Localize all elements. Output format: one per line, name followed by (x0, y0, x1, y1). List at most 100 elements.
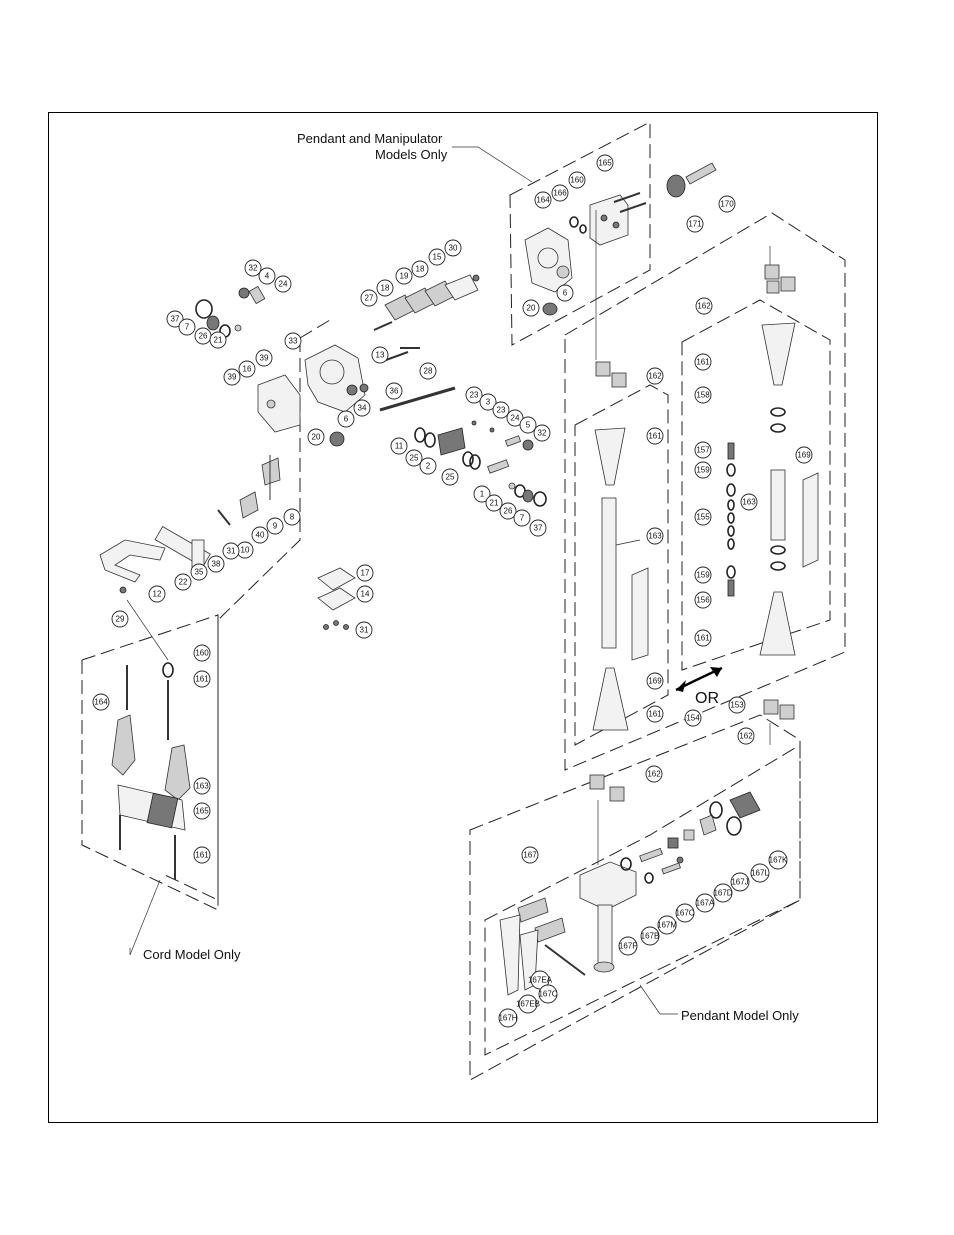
part-number-text: 167EA (528, 976, 553, 985)
part-callout-spool-group-5: 5 (519, 416, 537, 434)
part-callout-handle-group-8: 22 (174, 573, 192, 591)
part-callout-spool-group-13: 26 (499, 502, 517, 520)
part-callout-top-group-4: 165 (596, 154, 614, 172)
models-only-label: Models Only (375, 147, 448, 162)
part-callout-pendant-group-2: 162 (646, 367, 664, 385)
part-callout-valve-group-8: 33 (284, 332, 302, 350)
part-number-text: 2 (426, 462, 431, 471)
part-number-text: 163 (648, 532, 662, 541)
pendant-manipulator-label: Pendant and Manipulator (297, 131, 443, 146)
part-number-text: 153 (730, 701, 744, 710)
part-number-text: 16 (243, 365, 252, 374)
part-number-text: 158 (696, 391, 710, 400)
part-number-text: 162 (739, 732, 753, 741)
part-callout-handle-group-4: 10 (236, 541, 254, 559)
part-callout-pendant-valve-group-7: 167A (695, 893, 715, 913)
part-callout-pendant-valve-group-4: 167L (750, 863, 770, 883)
pendant-inner-left-outline (574, 384, 669, 746)
pendant-model-only-label: Pendant Model Only (681, 1008, 799, 1023)
part-number-text: 25 (410, 454, 419, 463)
part-callout-valve-group-20: 19 (395, 267, 413, 285)
group-outlines (81, 121, 846, 1081)
part-callout-pendant-group-13: 163 (740, 493, 758, 511)
plunger-167EB (517, 897, 549, 923)
part-callout-pendant-group-3: 161 (646, 427, 664, 445)
part-number-text: 170 (720, 200, 734, 209)
part-number-text: 162 (648, 372, 662, 381)
part-callout-valve-group-4: 37 (166, 310, 184, 328)
part-callout-cord-group-4: 163 (193, 777, 211, 795)
part-callout-pendant-valve-group-15: 167H (498, 1008, 518, 1028)
part-callout-top-group-3: 160 (568, 171, 586, 189)
nut-171 (666, 174, 686, 198)
part-callout-spool-group-11: 1 (473, 485, 491, 503)
nut-167K (729, 791, 761, 819)
part-callout-pendant-group-1: 162 (695, 297, 713, 315)
part-callout-spool-group-6: 32 (533, 424, 551, 442)
part-callout-spool-group-12: 21 (485, 494, 503, 512)
part-callout-valve-group-7: 21 (209, 331, 227, 349)
part-number-text: 161 (648, 710, 662, 719)
valve-group-parts (195, 274, 480, 447)
leader-lines (126, 146, 771, 1015)
spool-group-parts (379, 386, 547, 507)
part-number-text: 10 (241, 546, 250, 555)
part-number-text: 169 (648, 677, 662, 686)
part-callout-pendant-valve-group-5: 167J (730, 872, 750, 892)
part-number-text: 12 (153, 590, 162, 599)
part-number-text: 167A (696, 899, 715, 908)
part-number-text: 35 (195, 568, 204, 577)
handle-167H (499, 914, 521, 996)
part-number-text: 31 (360, 626, 369, 635)
part-callout-handle-group-10: 29 (111, 610, 129, 628)
part-callout-top-group-7: 20 (522, 299, 540, 317)
part-number-text: 167H (498, 1014, 517, 1023)
part-callout-valve-group-23: 30 (444, 239, 462, 257)
part-callout-valve-group-16: 13 (371, 346, 389, 364)
part-number-text: 32 (538, 429, 547, 438)
part-callout-pendant-group-8: 161 (694, 353, 712, 371)
part-number-text: 37 (534, 524, 543, 533)
part-callout-spool-group-7: 11 (390, 437, 408, 455)
part-callout-spool-group-14: 7 (513, 509, 531, 527)
housing-cover-164 (524, 227, 573, 293)
chain-155 (726, 463, 736, 579)
part-number-text: 34 (358, 404, 367, 413)
part-number-text: 20 (312, 433, 321, 442)
part-number-text: 1 (480, 490, 485, 499)
part-callout-valve-group-21: 18 (411, 260, 429, 278)
pendant-parts (592, 264, 819, 731)
plate-16 (257, 374, 301, 433)
part-callout-top-group-5: 170 (718, 195, 736, 213)
part-callout-valve-group-5: 7 (178, 318, 196, 336)
muffler-20 (542, 302, 558, 316)
part-number-text: 36 (390, 387, 399, 396)
part-number-text: 4 (265, 272, 270, 281)
part-callout-valve-group-15: 36 (385, 382, 403, 400)
part-callout-cord-group-5: 165 (193, 802, 211, 820)
part-number-text: 160 (570, 176, 584, 185)
part-number-text: 161 (696, 358, 710, 367)
part-number-text: 167F (619, 942, 637, 951)
part-callout-top-group-8: 6 (556, 284, 574, 302)
part-number-text: 21 (490, 499, 499, 508)
part-callout-pendant-valve-group-8: 167C (675, 903, 695, 923)
part-number-text: 20 (527, 304, 536, 313)
part-number-text: 167M (657, 921, 677, 930)
part-number-text: 161 (648, 432, 662, 441)
part-number-text: 167D (713, 889, 732, 898)
part-number-text: 6 (344, 415, 349, 424)
part-number-text: 167B (641, 932, 660, 941)
part-callout-spool-group-4: 24 (506, 409, 524, 427)
part-callout-pendant-valve-group-9: 167M (657, 915, 677, 935)
part-number-text: 13 (376, 351, 385, 360)
part-number-text: 166 (553, 189, 567, 198)
cover-parts (317, 567, 356, 630)
part-number-text: 167J (731, 878, 748, 887)
part-number-text: 155 (696, 513, 710, 522)
part-number-text: 5 (526, 421, 531, 430)
spool-2 (437, 427, 466, 456)
part-number-text: 159 (696, 466, 710, 475)
part-callout-pendant-group-19: 162 (737, 727, 755, 745)
part-callout-pendant-valve-group-10: 167B (640, 926, 660, 946)
